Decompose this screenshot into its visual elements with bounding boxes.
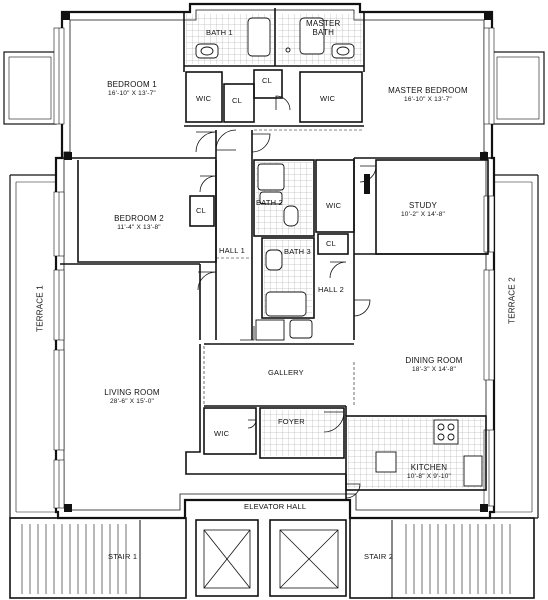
- living-room-dims: 28'-6" X 15'-0": [109, 398, 155, 405]
- bedroom2-name: BEDROOM 2: [114, 214, 164, 223]
- gallery-label: GALLERY: [268, 368, 304, 377]
- cl-label-2: CL: [262, 76, 272, 85]
- kitchen-dims: 10'-8" X 9'-10": [406, 473, 452, 480]
- interior-walls: [9, 8, 535, 599]
- hall2-label: HALL 2: [318, 285, 344, 294]
- stair1-label: STAIR 1: [108, 552, 138, 561]
- dining-room-label: DINING ROOM 18'-3" X 14'-8": [396, 356, 472, 374]
- doors: [195, 95, 377, 499]
- bedroom1-name: BEDROOM 1: [107, 80, 157, 89]
- elevator-hall-label: ELEVATOR HALL: [244, 502, 307, 511]
- living-room-name: LIVING ROOM: [104, 388, 160, 397]
- master-bedroom-dims: 16'-10" X 13'-7": [404, 96, 452, 103]
- master-bath-line1: MASTER: [306, 19, 341, 28]
- dining-room-dims: 18'-3" X 14'-8": [411, 366, 457, 373]
- wic-label-1: WIC: [196, 94, 212, 103]
- bedroom2-label: BEDROOM 2 11'-4" X 13'-8": [104, 214, 174, 232]
- master-bedroom-name: MASTER BEDROOM: [388, 86, 468, 95]
- master-bath-line2: BATH: [312, 28, 335, 37]
- master-bath-label: MASTER BATH: [306, 19, 341, 37]
- wic-label-3: WIC: [326, 201, 342, 210]
- study-name: STUDY: [408, 201, 438, 210]
- stair2-label: STAIR 2: [364, 552, 394, 561]
- bath1-label: BATH 1: [206, 28, 233, 37]
- foyer-label: FOYER: [278, 417, 305, 426]
- hall1-label: HALL 1: [219, 246, 245, 255]
- bath2-label: BATH 2: [256, 198, 283, 207]
- cl-label-3: CL: [196, 206, 206, 215]
- dining-room-name: DINING ROOM: [405, 356, 463, 365]
- master-bedroom-label: MASTER BEDROOM 16'-10" X 13'-7": [380, 86, 476, 104]
- terrace2-label: TERRACE 2: [507, 277, 517, 324]
- study-label: STUDY 10'-2" X 14'-8": [388, 201, 458, 219]
- windows: [53, 27, 495, 509]
- columns: [62, 12, 492, 512]
- study-dims: 10'-2" X 14'-8": [400, 211, 446, 218]
- living-room-label: LIVING ROOM 28'-6" X 15'-0": [92, 388, 172, 406]
- wic-label-2: WIC: [320, 94, 336, 103]
- cl-label-4: CL: [326, 239, 336, 248]
- stair-treads: [21, 520, 511, 598]
- wic-label-4: WIC: [214, 429, 230, 438]
- cl-label-1: CL: [232, 96, 242, 105]
- fixtures: [195, 17, 355, 341]
- kitchen-fixtures: [375, 419, 483, 487]
- bedroom1-label: BEDROOM 1 16'-10" X 13'-7": [92, 80, 172, 98]
- kitchen-name: KITCHEN: [410, 463, 448, 472]
- terrace1-label: TERRACE 1: [35, 285, 45, 332]
- bath3-label: BATH 3: [284, 247, 311, 256]
- bedroom2-dims: 11'-4" X 13'-8": [117, 224, 161, 231]
- bedroom1-dims: 16'-10" X 13'-7": [108, 90, 156, 97]
- elevators: [203, 529, 339, 589]
- dashed-lines: [203, 129, 364, 406]
- kitchen-label: KITCHEN 10'-8" X 9'-10": [394, 463, 464, 481]
